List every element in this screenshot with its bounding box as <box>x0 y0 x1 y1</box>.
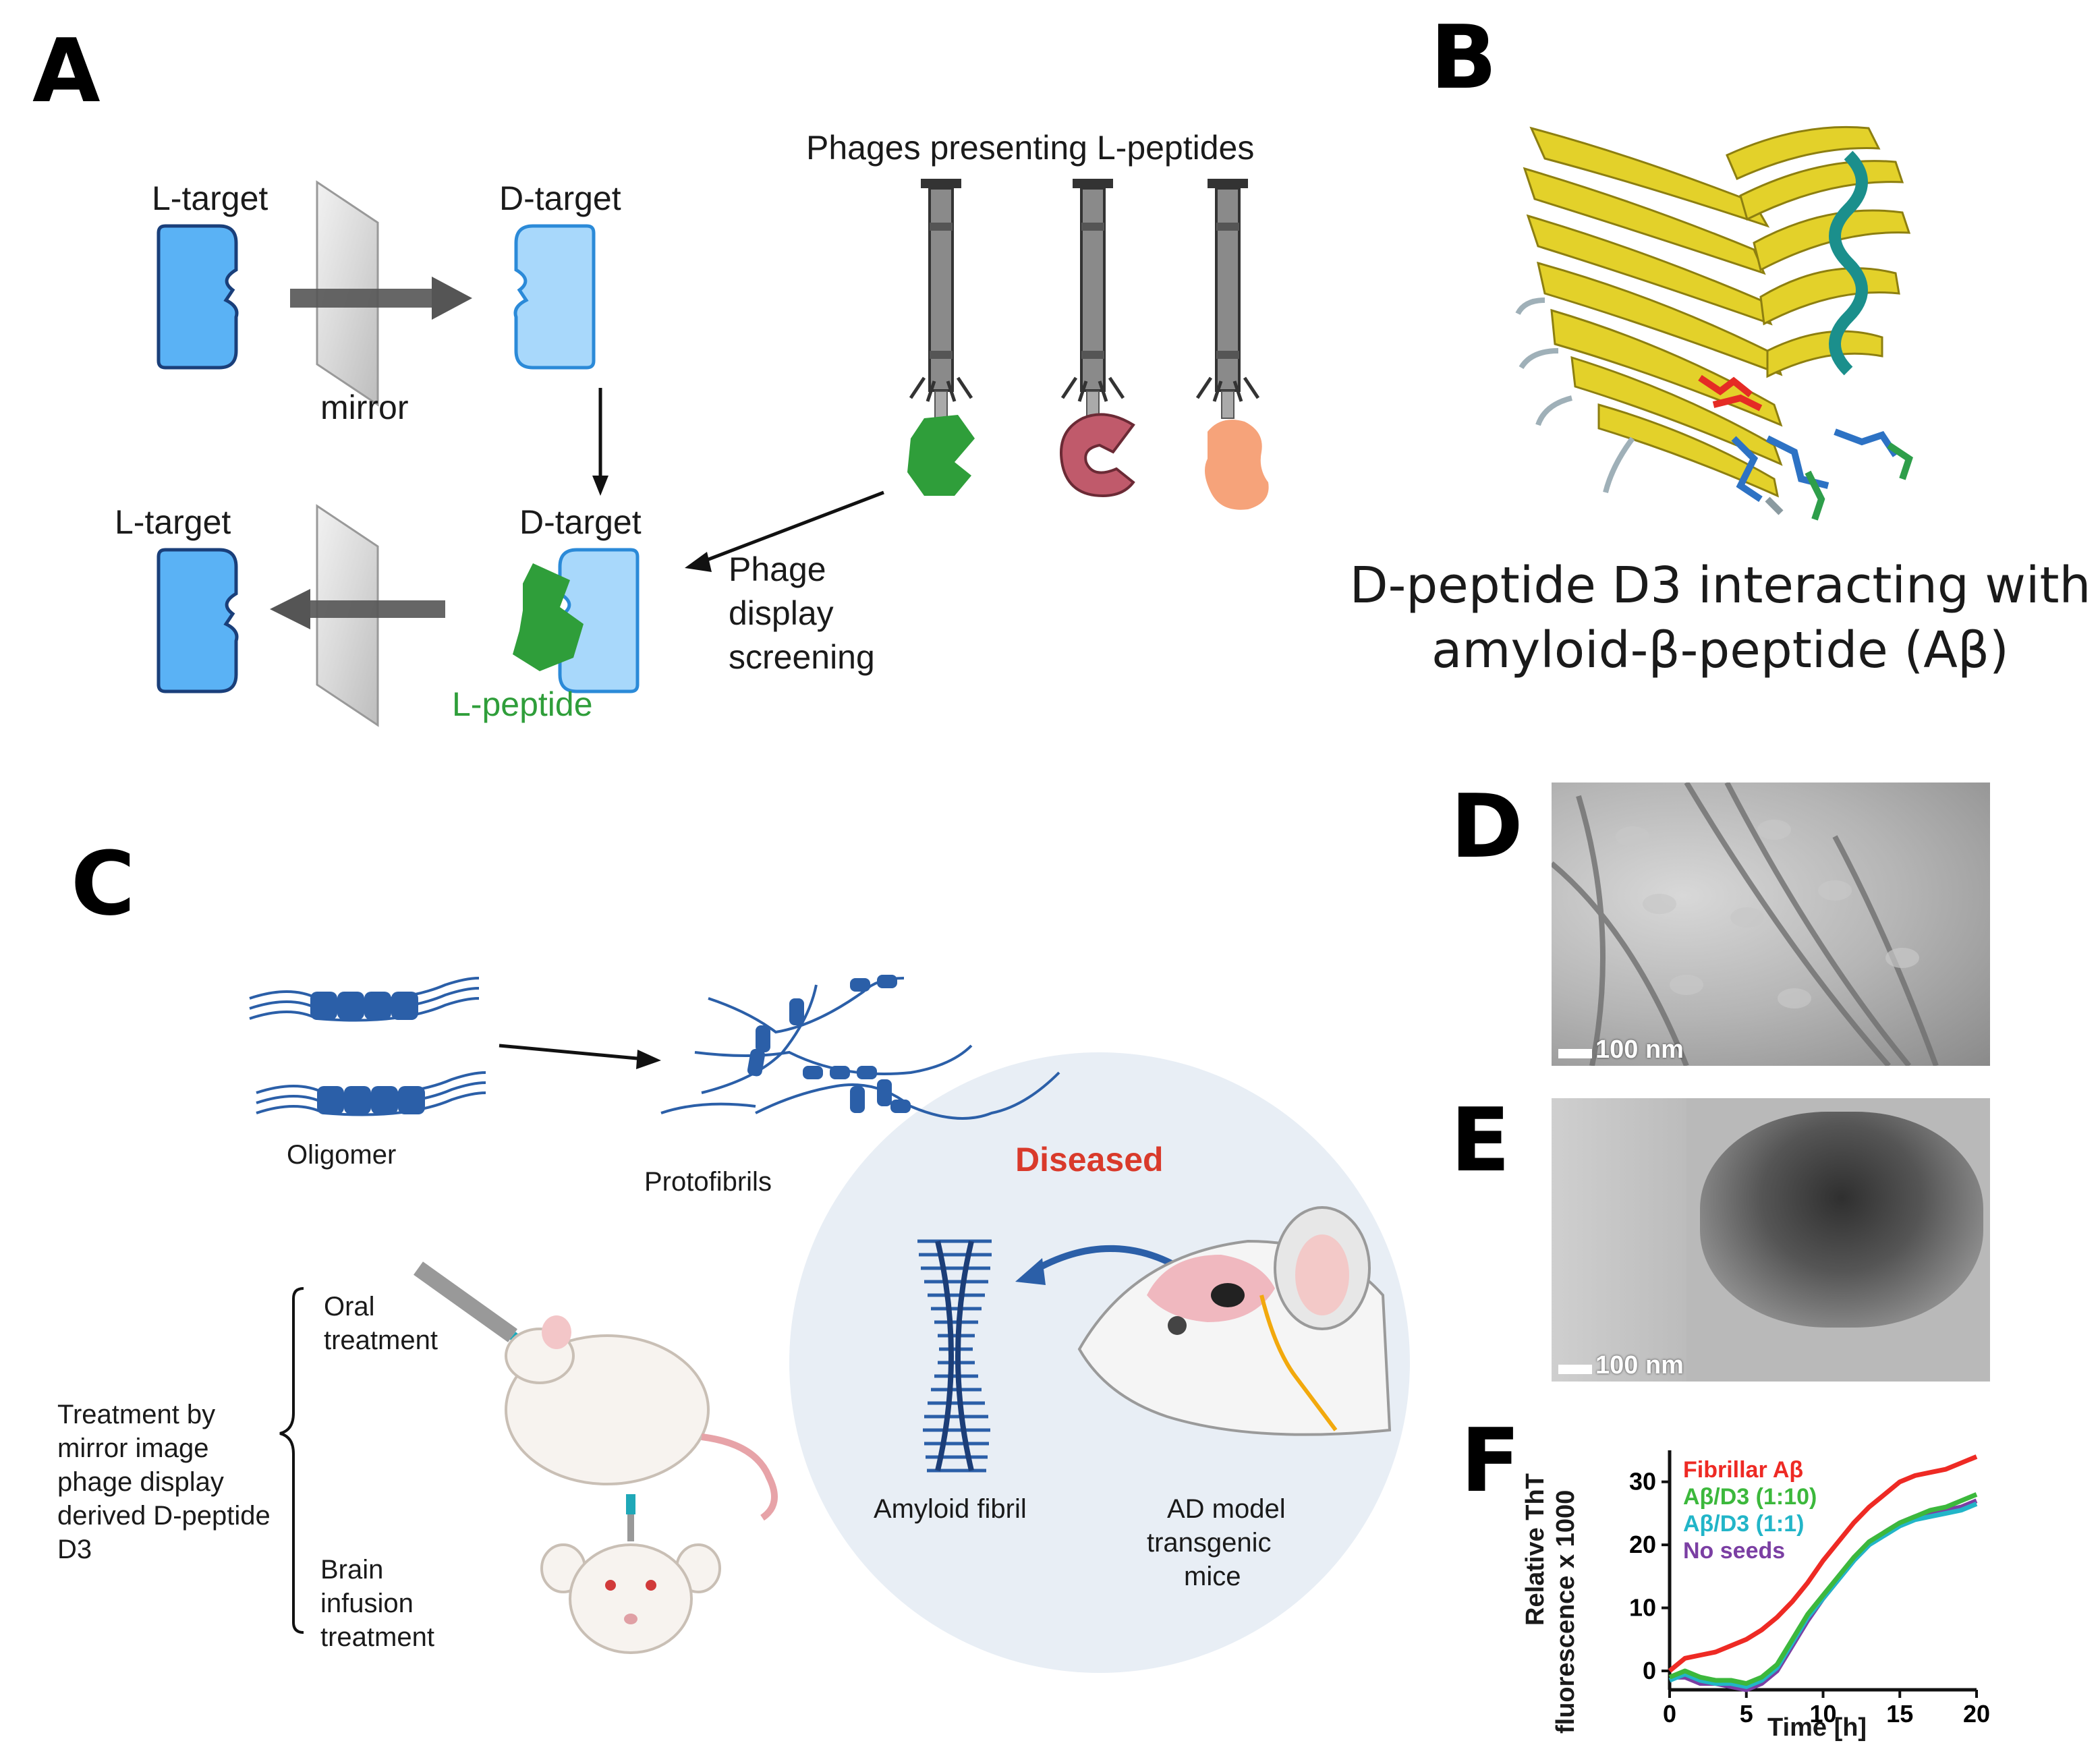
legend-item-2: Aβ/D3 (1:10) <box>1683 1484 1817 1510</box>
screening-label-3: screening <box>729 638 875 676</box>
brain-label-1: Brain <box>320 1555 384 1585</box>
screening-label-2: display <box>729 594 834 632</box>
ad-model-label-3: mice <box>1184 1562 1241 1591</box>
l-target-top-label: L-target <box>152 179 268 217</box>
scalebar-e <box>1558 1365 1592 1374</box>
oral-mouse-illustration <box>414 1261 778 1521</box>
d-target-bottom-label: D-target <box>519 503 642 541</box>
panel-letter-f: F <box>1460 1409 1521 1512</box>
y-tick-label: 0 <box>1643 1657 1656 1684</box>
ad-mouse-illustration <box>1077 1206 1392 1436</box>
panel-b-caption: D-peptide D3 interacting with amyloid-β-… <box>1342 553 2098 683</box>
l-target-top-shape <box>157 224 239 370</box>
oral-label-1: Oral <box>324 1292 375 1321</box>
l-peptide-label: L-peptide <box>452 685 593 723</box>
x-tick-label: 20 <box>1963 1700 1990 1728</box>
panel-letter-b: B <box>1430 6 1498 109</box>
y-tick-label: 20 <box>1629 1531 1656 1558</box>
amyloid-fibril-label: Amyloid fibril <box>874 1494 1027 1524</box>
ad-model-label-2: transgenic <box>1147 1528 1272 1558</box>
phages-title: Phages presenting L-peptides <box>806 129 1255 167</box>
chart-ylabel-2: fluorescence x 1000 <box>1552 1489 1580 1734</box>
oral-label-2: treatment <box>324 1326 438 1355</box>
scale-label-d: 100 nm <box>1595 1035 1684 1064</box>
panel-letter-e: E <box>1450 1089 1510 1191</box>
phage-2 <box>1060 179 1135 498</box>
legend-item-4: No seeds <box>1683 1538 1786 1564</box>
panel-letter-d: D <box>1450 775 1523 878</box>
phage-3 <box>1195 179 1269 510</box>
panel-letter-a: A <box>32 20 101 122</box>
d-target-top-shape <box>513 224 596 370</box>
treatment-brace <box>279 1287 304 1634</box>
treatment-label-1: Treatment by <box>57 1400 216 1429</box>
oligomer-label: Oligomer <box>287 1140 397 1170</box>
protofibrils-shape <box>660 977 1060 1120</box>
l-target-bottom-shape <box>157 548 239 693</box>
l-target-bottom-label: L-target <box>115 503 231 541</box>
treatment-label-2: mirror image <box>57 1433 209 1463</box>
d-target-top-label: D-target <box>499 179 621 217</box>
x-tick-label: 0 <box>1663 1700 1676 1728</box>
y-tick-label: 30 <box>1629 1468 1656 1496</box>
brain-label-3: treatment <box>320 1622 434 1652</box>
brain-label-2: infusion <box>320 1589 414 1618</box>
em-image-d: 100 nm <box>1552 783 1990 1066</box>
panel-letter-c: C <box>71 832 136 935</box>
legend-item-3: Aβ/D3 (1:1) <box>1683 1511 1805 1537</box>
l-peptide-bound-shape <box>513 563 584 671</box>
treatment-label-5: D3 <box>57 1535 92 1564</box>
em-image-e: 100 nm <box>1552 1098 1990 1382</box>
mirror-label: mirror <box>320 389 409 426</box>
y-tick-label: 10 <box>1629 1594 1656 1622</box>
treatment-label-4: derived D-peptide <box>57 1501 271 1531</box>
panel-b-caption-line2: amyloid-β-peptide (Aβ) <box>1431 621 2009 680</box>
screening-label-1: Phage <box>729 550 826 588</box>
diseased-label: Diseased <box>1015 1141 1164 1178</box>
legend-item-1: Fibrillar Aβ <box>1683 1457 1804 1483</box>
series-line-2 <box>1668 1492 1978 1686</box>
scale-label-e: 100 nm <box>1595 1351 1684 1379</box>
ad-model-label-1: AD model <box>1167 1494 1286 1524</box>
chart-ylabel-1: Relative ThT <box>1521 1473 1550 1626</box>
chart-xlabel: Time [h] <box>1767 1713 1867 1742</box>
phage-1 <box>907 179 975 496</box>
x-tick-label: 5 <box>1740 1700 1753 1728</box>
treatment-label-3: phage display <box>57 1467 224 1497</box>
series-line-1 <box>1668 1454 1978 1673</box>
panel-b-caption-line1: D-peptide D3 interacting with <box>1349 557 2091 615</box>
infusion-mouse-illustration <box>540 1494 721 1654</box>
x-tick-label: 10 <box>1809 1700 1836 1728</box>
x-tick-label: 15 <box>1886 1700 1913 1728</box>
scalebar-d <box>1558 1049 1592 1058</box>
protofibrils-label: Protofibrils <box>644 1167 772 1197</box>
